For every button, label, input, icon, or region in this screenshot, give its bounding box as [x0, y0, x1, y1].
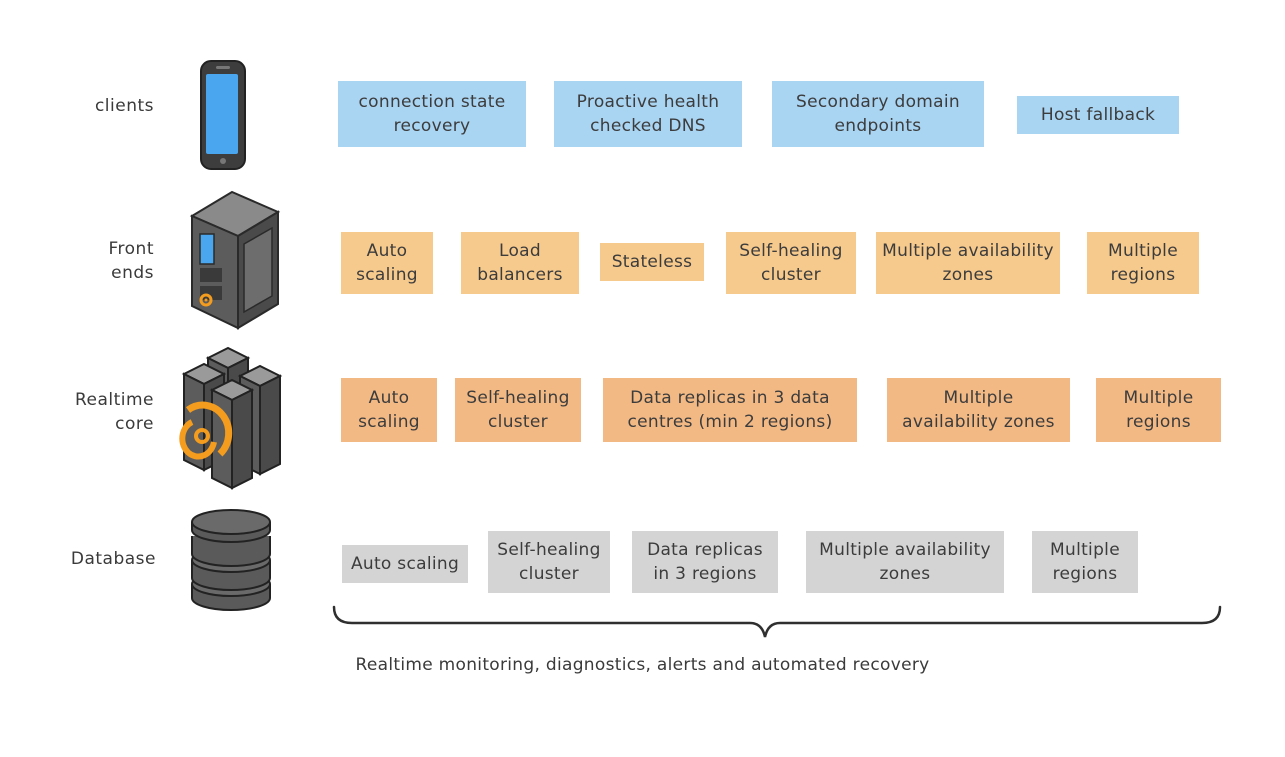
realtime-box-multiple-regions: Multiple regions	[1096, 378, 1221, 442]
tier-label-realtime: Realtime core	[74, 390, 154, 434]
realtime-box-data-replicas: Data replicas in 3 data centres (min 2 r…	[603, 378, 857, 442]
realtime-box-multiple-availability-zones: Multiple availability zones	[887, 378, 1070, 442]
grouping-brace	[332, 605, 1222, 638]
database-box-auto-scaling: Auto scaling	[342, 545, 468, 583]
frontends-box-load-balancers: Load balancers	[461, 232, 579, 294]
realtime-box-auto-scaling: Auto scaling	[341, 378, 437, 442]
tier-label-clients: clients	[94, 96, 154, 116]
tier-label-frontends: Front ends	[108, 239, 154, 283]
clients-box-connection-state-recovery: connection state recovery	[338, 81, 526, 147]
clients-box-proactive-dns: Proactive health checked DNS	[554, 81, 742, 147]
frontends-box-multiple-regions: Multiple regions	[1087, 232, 1199, 294]
realtime-box-self-healing-cluster: Self-healing cluster	[455, 378, 581, 442]
database-icon	[191, 509, 271, 611]
tier-label-database: Database	[70, 549, 156, 569]
frontends-box-stateless: Stateless	[600, 243, 704, 281]
database-box-data-replicas: Data replicas in 3 regions	[632, 531, 778, 593]
clients-box-host-fallback: Host fallback	[1017, 96, 1179, 134]
frontends-box-self-healing-cluster: Self-healing cluster	[726, 232, 856, 294]
database-box-multiple-availability-zones: Multiple availability zones	[806, 531, 1004, 593]
server-rack-icon	[189, 190, 281, 330]
server-cluster-icon	[179, 346, 283, 490]
database-box-self-healing-cluster: Self-healing cluster	[488, 531, 610, 593]
frontends-box-multiple-availability-zones: Multiple availability zones	[876, 232, 1060, 294]
phone-icon	[200, 60, 246, 170]
frontends-box-auto-scaling: Auto scaling	[341, 232, 433, 294]
database-box-multiple-regions: Multiple regions	[1032, 531, 1138, 593]
monitoring-caption: Realtime monitoring, diagnostics, alerts…	[355, 655, 930, 675]
clients-box-secondary-domain-endpoints: Secondary domain endpoints	[772, 81, 984, 147]
